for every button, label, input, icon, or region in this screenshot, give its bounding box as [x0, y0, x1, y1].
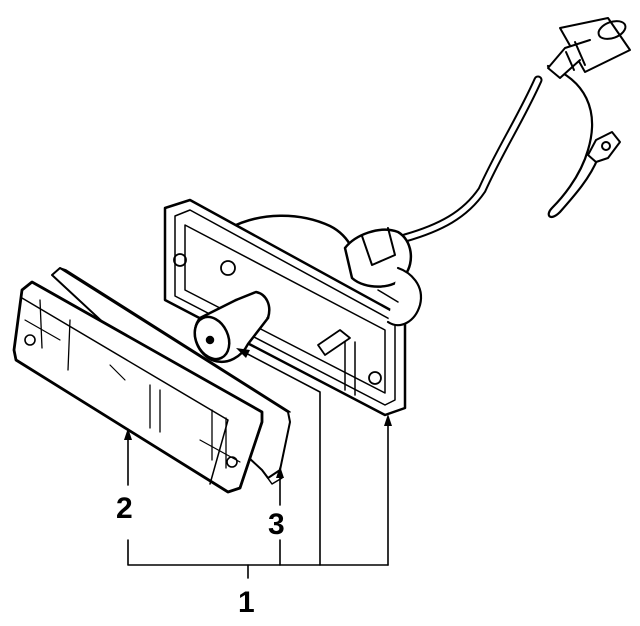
connector-plug — [547, 17, 631, 79]
lamp-housing — [163, 198, 407, 417]
arrow-item-3 — [276, 466, 284, 478]
callout-1: 1 — [238, 586, 255, 619]
arrow-item-bulb — [236, 348, 250, 358]
wire-harness — [400, 64, 601, 243]
leader-lines — [124, 348, 392, 579]
callout-3: 3 — [268, 508, 285, 541]
arrow-item-2 — [124, 428, 132, 440]
bulb — [193, 290, 271, 363]
bulb-socket — [343, 227, 423, 327]
ring-terminal — [587, 131, 621, 163]
arrow-item-1 — [384, 414, 392, 426]
lens — [12, 280, 264, 494]
callout-2: 2 — [116, 492, 133, 525]
